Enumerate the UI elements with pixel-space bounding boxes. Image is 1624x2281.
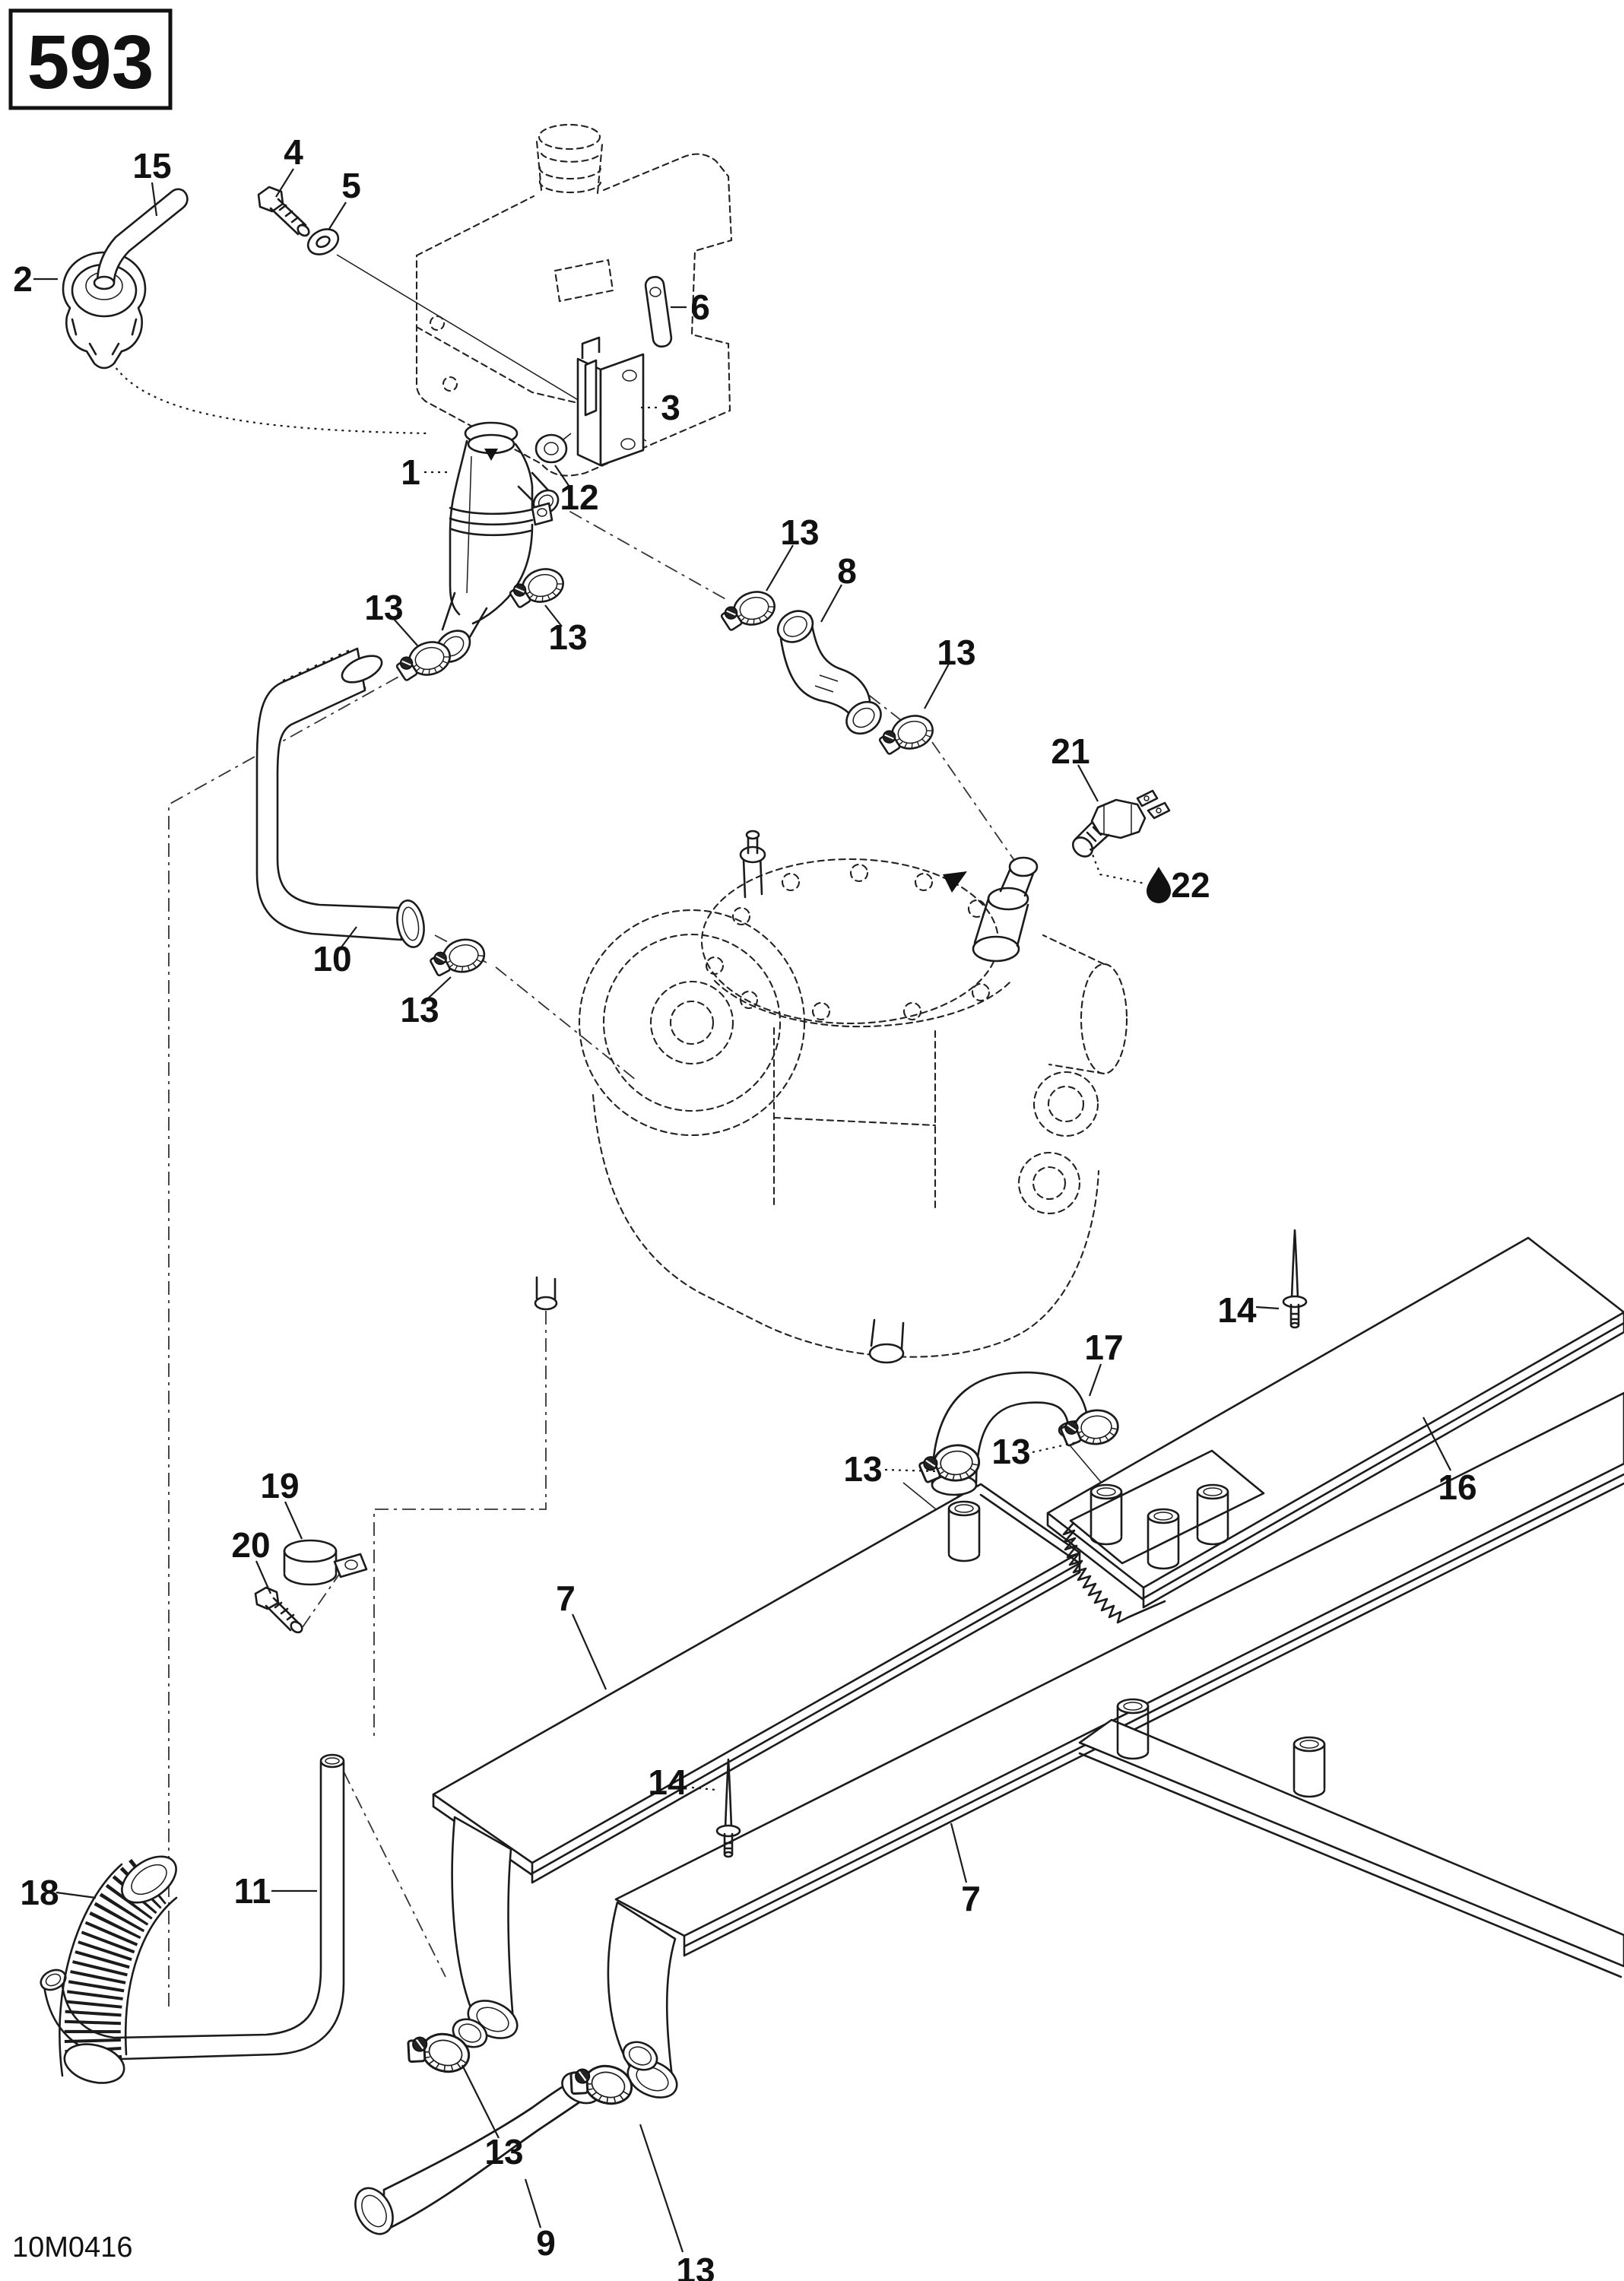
coolant-reservoir-1 bbox=[435, 421, 560, 663]
model-badge-frame bbox=[8, 8, 173, 110]
bolt-4 bbox=[257, 186, 310, 237]
callout-7: 7 bbox=[961, 1879, 981, 1918]
oil-tank-phantom bbox=[415, 123, 733, 477]
callout-13: 13 bbox=[484, 2132, 523, 2172]
bolt-20 bbox=[254, 1586, 303, 1634]
push-pin-14 bbox=[1282, 1229, 1308, 1329]
callout-13: 13 bbox=[843, 1449, 882, 1489]
callout-13: 13 bbox=[400, 990, 439, 1029]
callout-20: 20 bbox=[231, 1525, 270, 1565]
corrugated-hose-18 bbox=[59, 1855, 178, 2084]
callout-12: 12 bbox=[560, 477, 598, 517]
engine-outlet-fitting bbox=[943, 856, 1039, 963]
callout-13: 13 bbox=[780, 512, 819, 552]
callout-16: 16 bbox=[1438, 1467, 1477, 1507]
elbow-hose-8 bbox=[776, 610, 882, 735]
plate-7-return-bend-hose bbox=[451, 1816, 519, 2039]
temperature-sensor-21 bbox=[1071, 789, 1171, 858]
cooling-plate-front-section bbox=[1078, 1698, 1624, 1978]
callout-1: 1 bbox=[401, 452, 420, 492]
filler-cap-2 bbox=[62, 251, 147, 370]
callout-13: 13 bbox=[548, 617, 587, 657]
washer-5 bbox=[306, 228, 340, 255]
direction-arrow-icon bbox=[943, 871, 967, 893]
cooling-plate-7-middle bbox=[432, 1483, 1081, 1884]
leader-lines bbox=[33, 168, 1451, 2253]
vent-tube-15 bbox=[93, 188, 189, 290]
engine-lower-outlet bbox=[534, 1276, 905, 1364]
heat-exchanger-finned-end bbox=[1062, 1449, 1265, 1624]
callout-19: 19 bbox=[260, 1466, 299, 1505]
hose-clamp-13 bbox=[715, 586, 779, 634]
clamp-support-19 bbox=[283, 1539, 368, 1586]
callout-2: 2 bbox=[13, 259, 33, 299]
grommet-12 bbox=[534, 433, 572, 464]
bracket-3 bbox=[576, 336, 645, 467]
callout-7: 7 bbox=[556, 1578, 576, 1618]
cooling-plate-7-bottom bbox=[614, 1391, 1624, 1957]
callout-14: 14 bbox=[1217, 1290, 1257, 1330]
plate-7-return-bend-hose bbox=[607, 1901, 678, 2099]
callout-5: 5 bbox=[341, 166, 361, 205]
hose-clamp-13 bbox=[426, 935, 488, 979]
callout-14: 14 bbox=[648, 1762, 687, 1802]
callout-3: 3 bbox=[661, 388, 680, 427]
callout-8: 8 bbox=[837, 551, 857, 591]
model-badge-text: 593 bbox=[27, 20, 154, 105]
callout-22: 22 bbox=[1171, 865, 1210, 905]
callout-15: 15 bbox=[132, 146, 171, 186]
callout-9: 9 bbox=[536, 2223, 556, 2263]
liquid-droplet-icon bbox=[1147, 867, 1171, 903]
hose-clamp-13 bbox=[874, 710, 937, 758]
formed-hose-10 bbox=[255, 647, 425, 948]
callout-18: 18 bbox=[20, 1873, 59, 1912]
callout-11: 11 bbox=[234, 1871, 271, 1911]
callout-13: 13 bbox=[991, 1432, 1030, 1471]
fill-arrow-icon bbox=[484, 449, 498, 461]
hose-clamp-13 bbox=[504, 563, 568, 611]
callout-21: 21 bbox=[1051, 731, 1090, 771]
callout-13: 13 bbox=[937, 633, 975, 672]
callout-6: 6 bbox=[690, 287, 710, 327]
retainer-strip-6 bbox=[644, 275, 673, 348]
engine-phantom bbox=[534, 830, 1128, 1364]
callout-4: 4 bbox=[284, 132, 303, 172]
hose-fitting-nipple bbox=[1293, 1736, 1326, 1798]
callout-13: 13 bbox=[676, 2251, 715, 2281]
document-code: 10M0416 bbox=[12, 2232, 132, 2264]
callout-labels: 15 2 45 6 3 1 12 13 13 13 8 13 21 22 10 13 19 20 7 14 17 13 13… bbox=[13, 132, 1477, 2281]
model-badge: 593 bbox=[8, 8, 173, 110]
callout-10: 10 bbox=[312, 939, 351, 979]
callout-17: 17 bbox=[1084, 1328, 1123, 1367]
callout-13: 13 bbox=[364, 588, 403, 627]
